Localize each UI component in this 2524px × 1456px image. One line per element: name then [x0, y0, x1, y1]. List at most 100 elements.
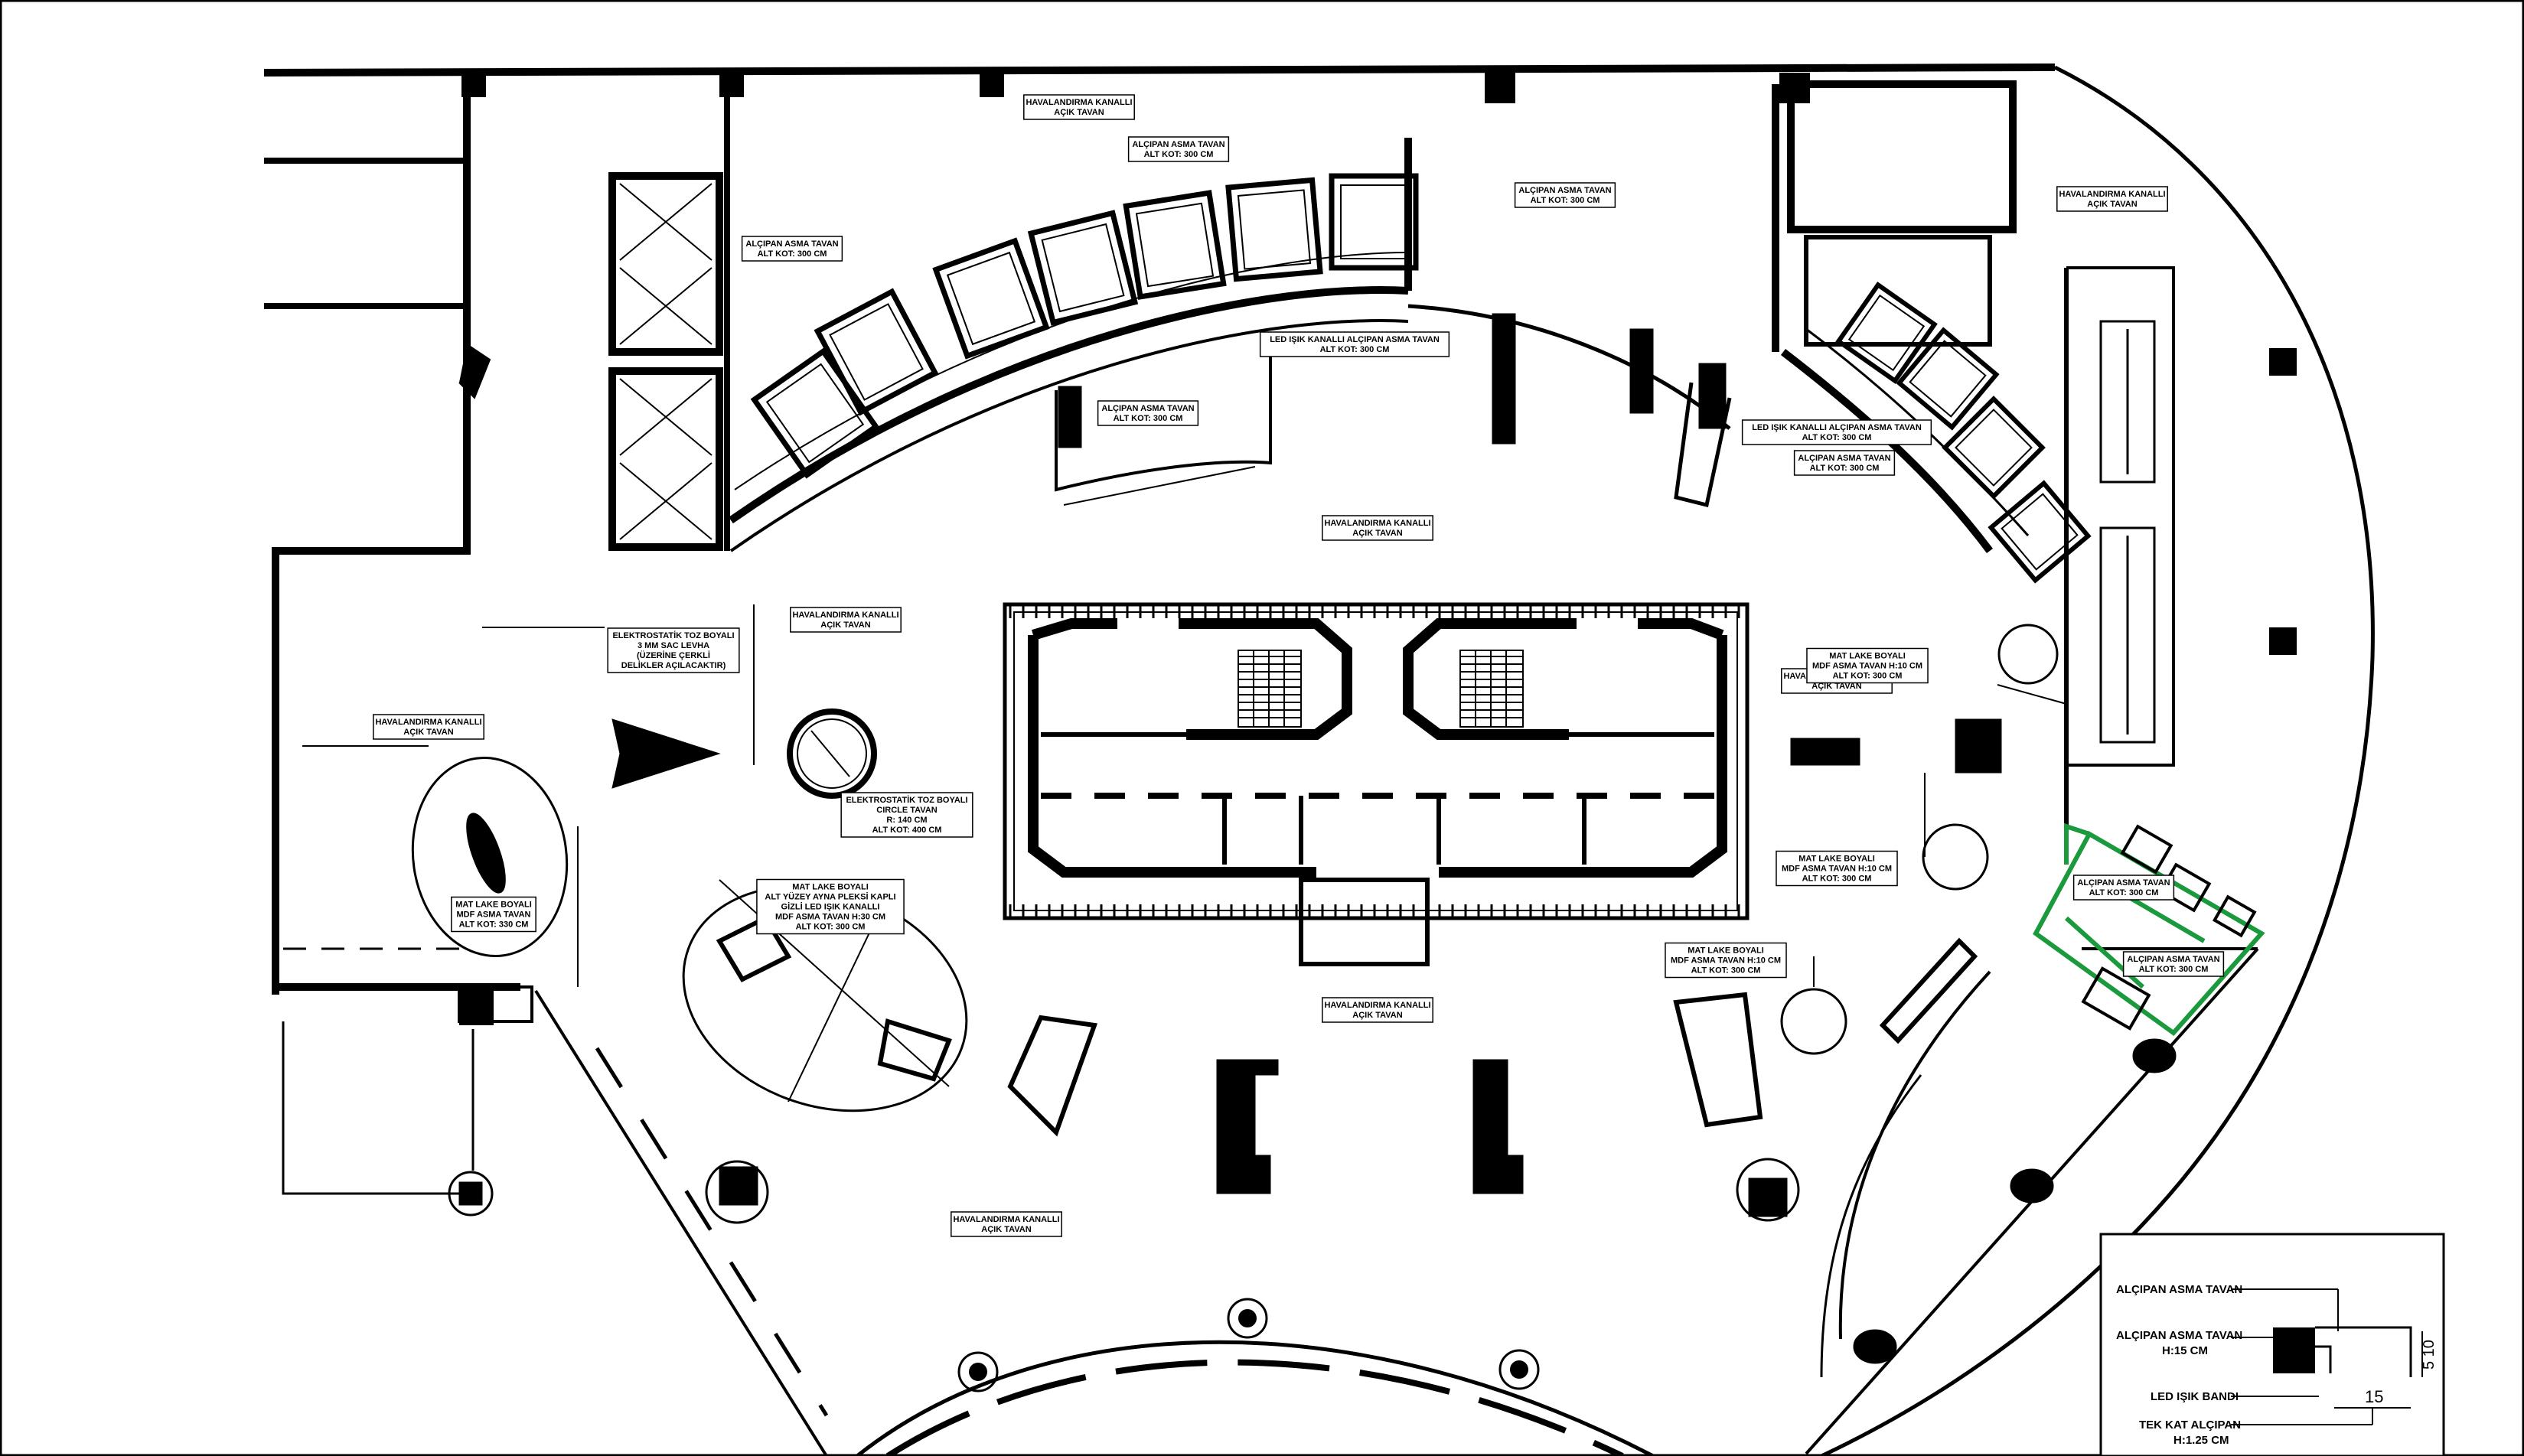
note-alcipan-arc-line: ALT KOT: 300 CM [1144, 150, 1214, 159]
note-elektrostatik-levha-line: (ÜZERİNE ÇERKLİ [637, 650, 710, 660]
note-alcipan-left-line: ALT KOT: 300 CM [758, 249, 827, 259]
note-alcipan-top-right-line: ALT KOT: 300 CM [1531, 196, 1600, 205]
note-havalandirma-bottom-line: HAVALANDIRMA KANALLI [953, 1215, 1059, 1224]
note-led-arc-line: LED IŞIK KANALLI ALÇIPAN ASMA TAVAN [1270, 335, 1440, 344]
note-mat-lake-ellipse-line: ALT KOT: 330 CM [459, 920, 529, 930]
ceiling-panel-right [1988, 480, 2092, 584]
note-alcipan-mid-line: ALÇIPAN ASMA TAVAN [1101, 404, 1194, 413]
note-mat-lake-ellipse-line: MDF ASMA TAVAN [457, 910, 531, 920]
dimension-lines [302, 466, 2067, 987]
note-elektrostatik-circle-line: ELEKTROSTATİK TOZ BOYALI [846, 795, 967, 805]
note-mat-lake-ellipse-line: MAT LAKE BOYALI [455, 901, 532, 910]
note-mat-lake-right-lower-line: MAT LAKE BOYALI [1688, 946, 1764, 956]
note-alcipan-left-line: ALÇIPAN ASMA TAVAN [745, 239, 838, 249]
note-havalandirma-left-line: HAVALANDIRMA KANALLI [375, 718, 481, 727]
ceiling-panel [750, 347, 880, 479]
note-alcipan-top-right-line: ALÇIPAN ASMA TAVAN [1518, 186, 1611, 195]
note-elektrostatik-levha-line: ELEKTROSTATİK TOZ BOYALI [612, 630, 734, 640]
note-alcipan-mid-line: ALT KOT: 300 CM [1114, 414, 1183, 423]
right-curved-band [1772, 80, 2030, 554]
ceiling-panel-right [1942, 396, 2046, 500]
legend-dim-horizontal: 15 [2365, 1387, 2383, 1406]
angled-fixtures [716, 915, 1978, 1137]
escalator [2099, 320, 2156, 744]
note-havalandirma-right-line: HAVALANDIRMA KANALLI [2059, 190, 2165, 199]
highlighted-panels [2081, 824, 2257, 1031]
bottom-arc [856, 1298, 1655, 1456]
note-mat-lake-big-line: MAT LAKE BOYALI [792, 883, 869, 892]
legend-frame [2099, 1233, 2445, 1456]
note-elektrostatik-levha-line: DELİKLER AÇILACAKTIR) [621, 660, 726, 670]
note-havalandirma-core-left-line: AÇIK TAVAN [820, 621, 870, 630]
legend-item-2: ALÇIPAN ASMA TAVAN [2116, 1329, 2242, 1342]
note-havalandirma-center-line: HAVALANDIRMA KANALLI [1324, 519, 1430, 528]
note-elektrostatik-circle-line: ALT KOT: 400 CM [872, 826, 942, 835]
outer-walls [263, 64, 2375, 1456]
legend-item-3: LED IŞIK BANDI [2151, 1390, 2239, 1403]
fixtures [448, 718, 2177, 1364]
note-mat-lake-right-upper-line: MDF ASMA TAVAN H:10 CM [1812, 662, 1922, 671]
note-havalandirma-lower-line: HAVALANDIRMA KANALLI [1324, 1001, 1430, 1010]
note-mat-lake-big-line: MDF ASMA TAVAN H:30 CM [775, 913, 885, 922]
note-mat-lake-right-lower-line: MDF ASMA TAVAN H:10 CM [1671, 956, 1781, 966]
ceiling-panels [750, 173, 1419, 479]
ceiling-panel-right [1835, 282, 1938, 384]
note-mat-lake-right-lower-line: ALT KOT: 300 CM [1691, 966, 1761, 976]
note-alcipan-green-lower-line: ALT KOT: 300 CM [2139, 965, 2209, 974]
note-alcipan-arc-line: ALÇIPAN ASMA TAVAN [1132, 140, 1224, 149]
core-edge-ticks [1009, 606, 1740, 917]
note-mat-lake-right-mid-line: MAT LAKE BOYALI [1798, 855, 1875, 864]
note-led-right-line: ALT KOT: 300 CM [1802, 433, 1872, 442]
ceiling-panel [1123, 190, 1227, 300]
service-shafts [608, 172, 723, 551]
note-havalandirma-top-line: AÇIK TAVAN [1054, 108, 1104, 117]
highlighted-zone [2033, 822, 2265, 1037]
mid-room [1055, 138, 1732, 508]
note-mat-lake-big-line: GİZLİ LED IŞIK KANALLI [781, 902, 880, 912]
note-elektrostatik-levha-line: 3 MM SAC LEVHA [638, 641, 709, 650]
note-havalandirma-core-left-line: HAVALANDIRMA KANALLI [792, 611, 898, 620]
left-room-door [458, 344, 491, 399]
note-alcipan-green-line: ALT KOT: 300 CM [2089, 888, 2159, 897]
ceiling-panel [1027, 210, 1139, 326]
note-havalandirma-bottom-line: AÇIK TAVAN [981, 1225, 1031, 1234]
ceiling-panel [814, 288, 939, 416]
stairs [1238, 650, 1523, 727]
legend-dim-vertical: 5 10 [2421, 1340, 2438, 1370]
note-havalandirma-top-line: HAVALANDIRMA KANALLI [1026, 98, 1132, 107]
legend-section-fill [2273, 1327, 2315, 1373]
ceiling-panel-right [1896, 327, 2000, 431]
bottom-arc-dots [969, 1309, 1528, 1381]
legend-item-2-sub: H:15 CM [2162, 1344, 2208, 1357]
legend-item-4: TEK KAT ALÇIPAN [2139, 1419, 2241, 1432]
note-alcipan-right-band-line: ALÇIPAN ASMA TAVAN [1798, 454, 1890, 463]
ceiling-panel [932, 237, 1050, 360]
note-havalandirma-core-right-line: AÇIK TAVAN [1811, 682, 1861, 691]
note-mat-lake-big-line: ALT KOT: 300 CM [796, 923, 866, 932]
note-alcipan-right-band-line: ALT KOT: 300 CM [1810, 464, 1880, 473]
shaft-crosses [619, 183, 713, 540]
note-alcipan-green-lower-line: ALÇIPAN ASMA TAVAN [2127, 955, 2219, 964]
note-alcipan-green-line: ALÇIPAN ASMA TAVAN [2077, 878, 2170, 888]
note-havalandirma-left-line: AÇIK TAVAN [403, 728, 453, 737]
note-led-arc-line: ALT KOT: 300 CM [1320, 345, 1390, 354]
note-led-right-line: LED IŞIK KANALLI ALÇIPAN ASMA TAVAN [1752, 423, 1922, 432]
note-havalandirma-lower-line: AÇIK TAVAN [1352, 1011, 1402, 1020]
